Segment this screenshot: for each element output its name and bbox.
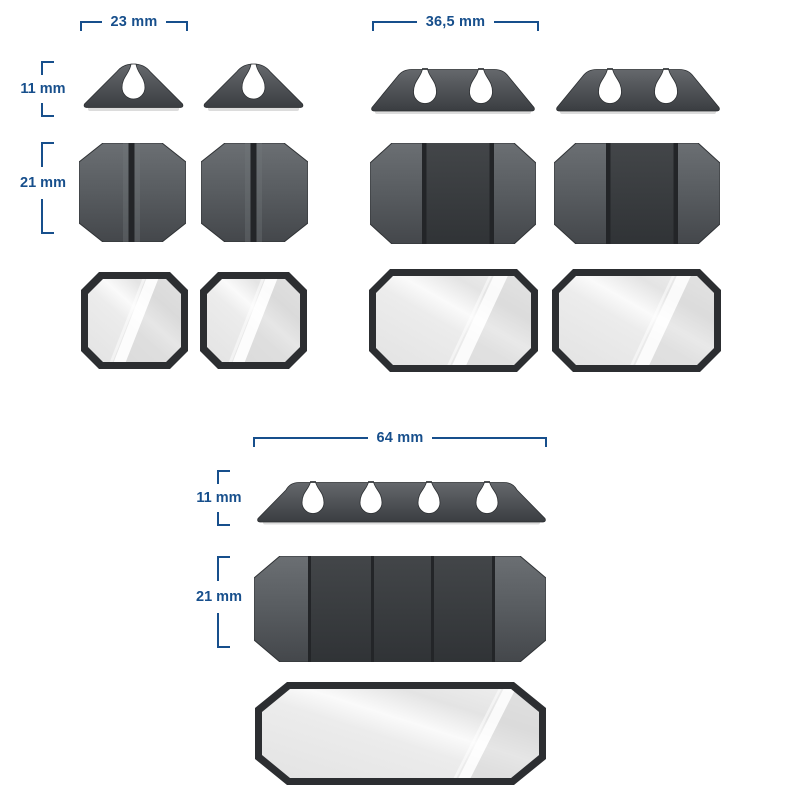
liner-shine (226, 279, 300, 362)
pad-liner (262, 689, 539, 778)
adhesive-pad-small-1 (81, 272, 188, 369)
cable-clip-small-top-view-2 (201, 143, 308, 242)
width-dimension-large-label: 64 mm (376, 430, 424, 446)
cable-channel-divider (673, 143, 678, 244)
width-dimension-medium-label: 36,5 mm (425, 14, 486, 30)
cable-channel-divider (422, 143, 427, 244)
dimension-tick-right (185, 21, 189, 31)
clip-body-with-cable-slots (556, 68, 720, 112)
dimension-tick-left (253, 437, 256, 447)
liner-shine (107, 279, 181, 362)
dimension-line-left (374, 21, 417, 24)
dimension-bracket-top (41, 142, 54, 167)
liner-shine (450, 689, 539, 778)
cable-clip-small-side-view-2 (203, 63, 304, 111)
adhesive-pad-medium-2 (552, 269, 721, 372)
cable-clip-small-side-view-1 (83, 63, 184, 111)
cable-channel-divider (431, 556, 434, 662)
adhesive-pad-medium-1 (369, 269, 538, 372)
dimension-line-left (255, 437, 368, 440)
dimension-tick-left (372, 21, 375, 31)
side-height-large-label: 11 mm (196, 490, 242, 506)
highlight (123, 143, 129, 242)
cable-channel-divider (606, 143, 611, 244)
dimension-line-right (494, 21, 537, 24)
dimension-tick-right (536, 21, 539, 31)
dimension-bracket-bottom (41, 199, 54, 234)
dimension-tick-left (80, 21, 83, 31)
cable-channel-panel (426, 143, 490, 244)
adhesive-pad-small-2 (200, 272, 307, 369)
width-dimension-medium: 36,5 mm (372, 13, 539, 31)
clip-body-with-cable-slot (83, 63, 184, 108)
dimension-bracket-bottom (41, 103, 54, 117)
dimension-bracket-top (217, 470, 230, 484)
dimension-line-right (432, 437, 545, 440)
cable-clip-medium-top-view-2 (554, 143, 720, 244)
dimension-line-right (166, 21, 186, 24)
cable-channel-divider (128, 143, 135, 242)
clip-body-with-cable-slots (257, 481, 546, 523)
cable-channel-divider (371, 556, 374, 662)
highlight (256, 143, 262, 242)
dimension-tick-right (544, 437, 548, 447)
width-dimension-small-label: 23 mm (110, 14, 158, 30)
side-height-small-label: 11 mm (20, 81, 66, 97)
cable-channel-panel (434, 556, 492, 662)
clip-body-with-cable-slots (371, 68, 535, 112)
liner-shine (627, 276, 714, 365)
top-height-dimension-large: 21 mm (188, 556, 250, 648)
highlight (245, 143, 251, 242)
cable-clip-large-side-view (257, 481, 546, 525)
cable-clip-medium-top-view-1 (370, 143, 536, 244)
cable-clip-large-top-view (254, 556, 546, 662)
cable-channel-panel (374, 556, 431, 662)
dimension-bracket-top (217, 556, 230, 581)
cable-channel-divider (308, 556, 311, 662)
dimension-line-left (82, 21, 102, 24)
clip-body-with-cable-slot (203, 63, 304, 108)
width-dimension-large: 64 mm (253, 429, 548, 447)
dimension-bracket-bottom (217, 512, 230, 526)
liner-shine (444, 276, 531, 365)
highlight (134, 143, 140, 242)
dimension-bracket-top (41, 61, 54, 75)
dimension-bracket-bottom (217, 613, 230, 648)
top-height-small-label: 21 mm (20, 175, 66, 191)
side-height-dimension-large: 11 mm (188, 470, 250, 526)
cable-channel-panel (311, 556, 371, 662)
adhesive-pad-large (255, 682, 546, 785)
top-height-dimension-small: 21 mm (12, 142, 74, 234)
cable-channel-divider (250, 143, 257, 242)
side-height-dimension-small: 11 mm (12, 61, 74, 117)
cable-clip-small-top-view-1 (79, 143, 186, 242)
cable-channel-divider (492, 556, 495, 662)
cable-channel-divider (489, 143, 494, 244)
cable-channel-panel (610, 143, 674, 244)
width-dimension-small: 23 mm (80, 13, 189, 31)
cable-clip-medium-side-view-2 (556, 68, 720, 114)
top-height-large-label: 21 mm (196, 589, 242, 605)
cable-clip-medium-side-view-1 (371, 68, 535, 114)
